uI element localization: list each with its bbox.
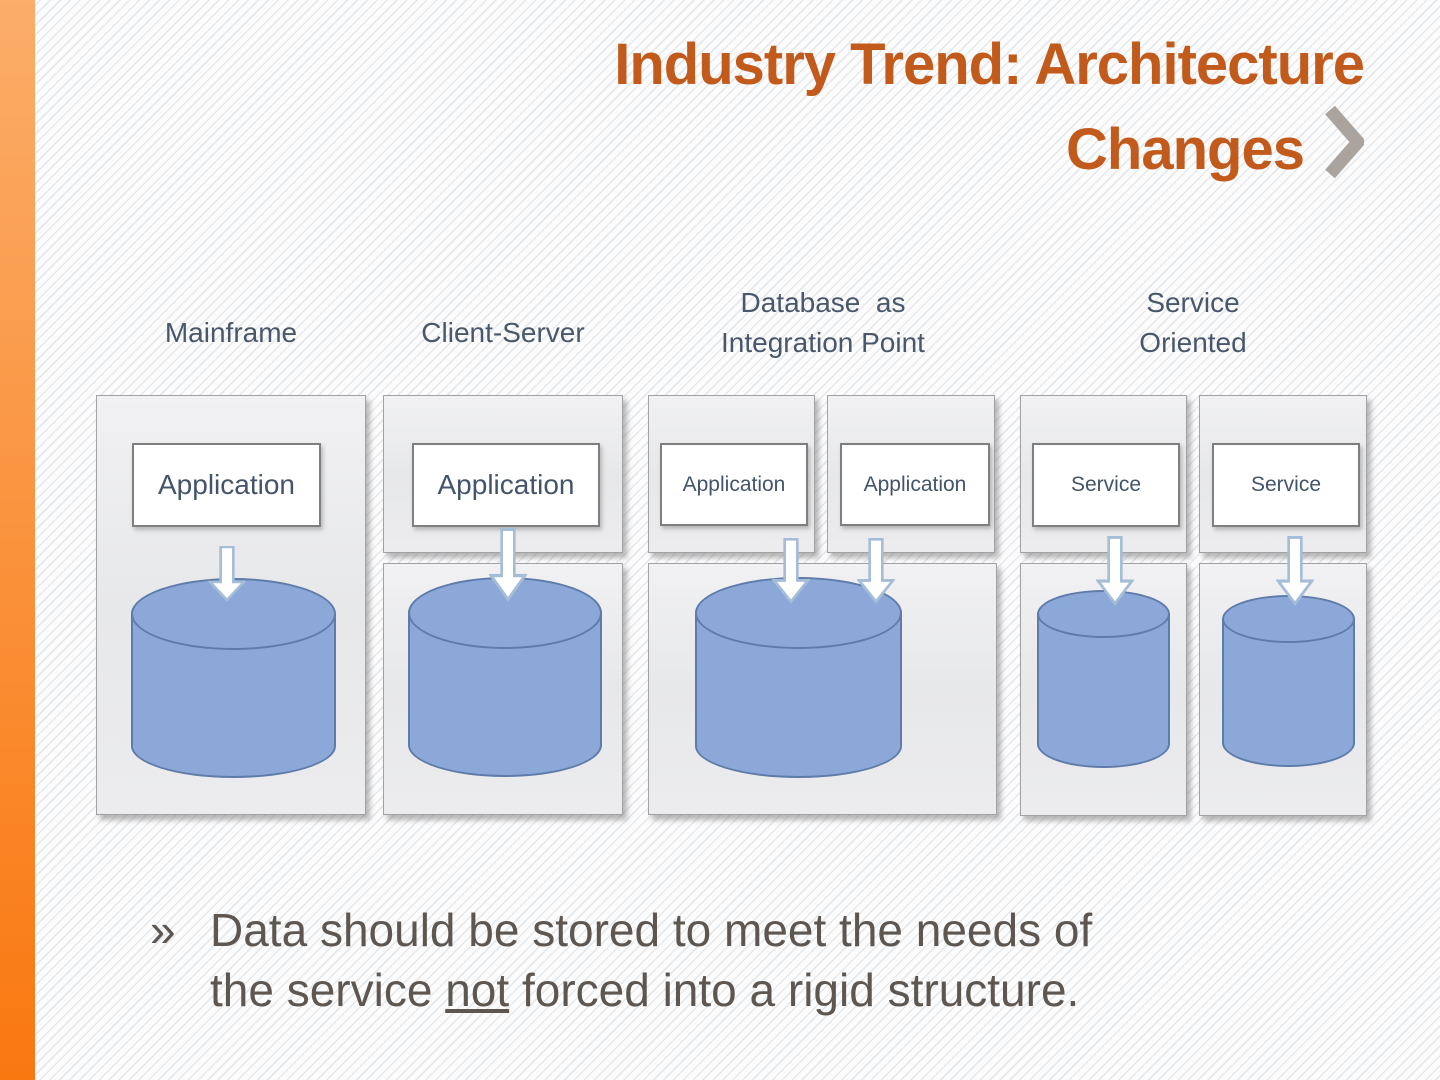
bullet-line2-pre: the service <box>210 964 446 1016</box>
box-label: Application <box>863 472 967 496</box>
bullet-underlined-word: not <box>445 964 510 1016</box>
bullet-line2-post: forced into a rigid structure. <box>509 964 1080 1016</box>
application-box: Application <box>660 443 808 526</box>
box-label: Application <box>437 469 575 500</box>
down-arrow-icon <box>489 528 527 602</box>
label-text: Mainframe <box>164 317 298 348</box>
label-text: Client-Server <box>421 317 585 348</box>
down-arrow-icon <box>208 546 246 602</box>
box-label: Service <box>1070 473 1142 496</box>
title-line2: Changes <box>1066 117 1305 183</box>
bullet-text: Data should be stored to meet the needs … <box>210 900 1340 1020</box>
bullet-marker-icon: » <box>150 904 176 956</box>
down-arrow-icon <box>772 538 810 604</box>
label-text: Oriented <box>1139 327 1247 358</box>
title-line1: Industry Trend: Architecture <box>614 32 1365 97</box>
label-text: Integration Point <box>721 327 925 358</box>
bullet-line1: Data should be stored to meet the needs … <box>210 904 1093 956</box>
service-box: Service <box>1032 443 1180 527</box>
down-arrow-icon <box>1096 536 1134 606</box>
box-label: Application <box>158 469 295 500</box>
application-box: Application <box>412 443 600 527</box>
database-cylinder <box>131 578 336 778</box>
label-text: Service <box>1146 287 1240 318</box>
column-label-database-integration: Database as Integration Point <box>672 283 974 363</box>
down-arrow-icon <box>1276 536 1314 606</box>
column-label-client-server: Client-Server <box>383 313 623 353</box>
service-box: Service <box>1212 443 1360 527</box>
database-cylinder <box>408 577 602 777</box>
database-cylinder <box>695 577 902 778</box>
bullet-point: » Data should be stored to meet the need… <box>150 900 1340 1020</box>
database-cylinder <box>1037 590 1170 768</box>
down-arrow-icon <box>857 538 895 604</box>
box-label: Application <box>682 472 786 496</box>
application-box: Application <box>840 443 990 526</box>
column-label-mainframe: Mainframe <box>106 313 356 353</box>
chevron-right-icon <box>1325 105 1364 179</box>
box-label: Service <box>1250 473 1322 496</box>
left-accent-bar <box>0 0 35 1080</box>
application-box: Application <box>132 443 321 527</box>
label-text: Database as <box>740 287 906 318</box>
database-cylinder <box>1222 595 1355 767</box>
